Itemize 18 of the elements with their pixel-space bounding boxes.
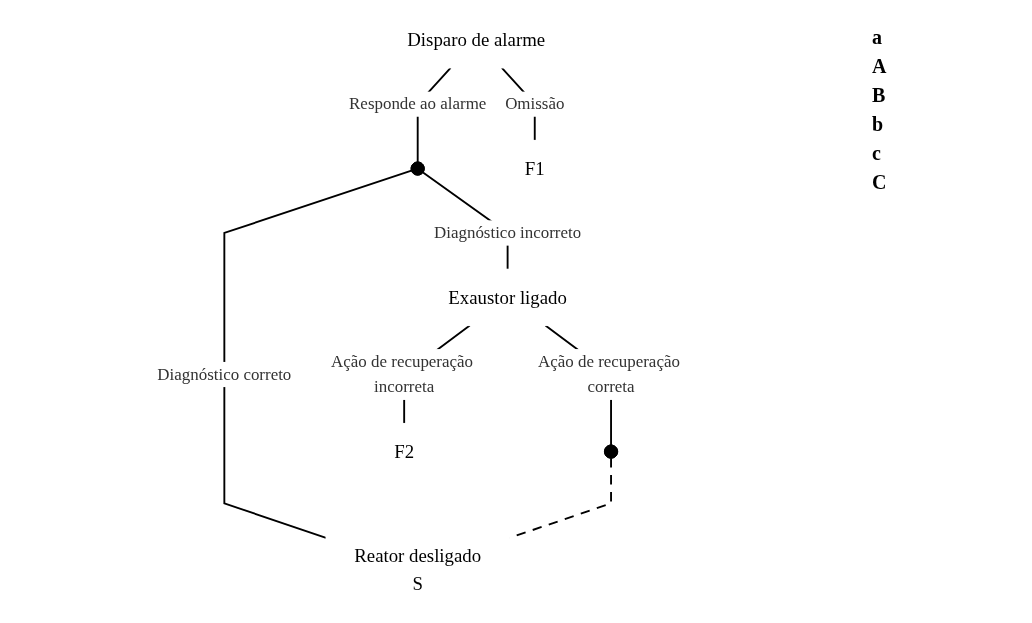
edge-label: Responde ao alarme (348, 94, 487, 114)
branch-letter: A (872, 55, 888, 78)
node-text: Reator desligado S (354, 544, 481, 594)
edge-label: Diagnóstico correto (157, 364, 292, 384)
branch-letter: C (872, 171, 888, 194)
branch-letter: B (872, 84, 887, 107)
branch-letter: a (872, 26, 883, 49)
edge-label: Ação de recuperação correta (537, 351, 680, 397)
node-text: F1 (524, 158, 545, 179)
branch-letter: b (872, 113, 885, 136)
connector (223, 169, 413, 539)
edge-label: Diagnóstico incorreto (433, 223, 581, 242)
node-text: F2 (394, 441, 414, 462)
edge-label: Ação de recuperação incorreta (330, 351, 473, 397)
node-text: Disparo de alarme (407, 29, 545, 51)
node-text: Exaustor ligado (448, 287, 567, 308)
branch-letter: c (872, 142, 882, 165)
edge-label: Omissão (504, 94, 565, 114)
